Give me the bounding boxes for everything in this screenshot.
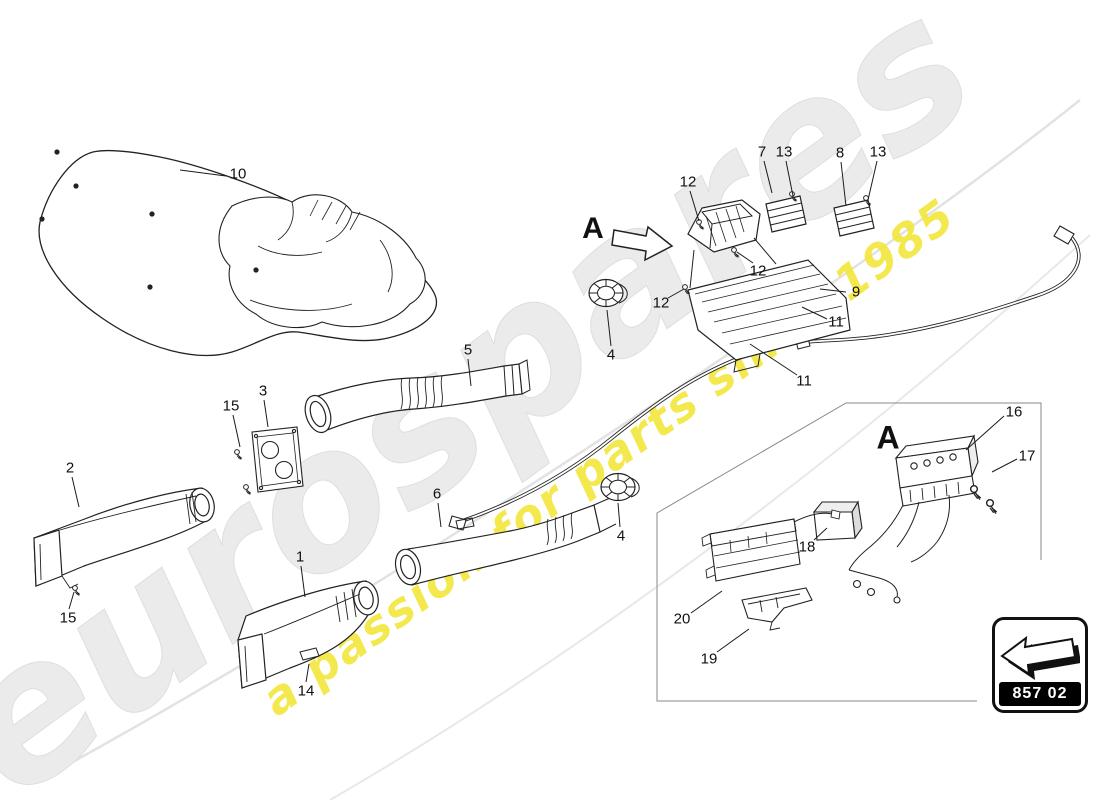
part-2-air-duct-drawing [33,487,215,589]
callout-18: 18 [798,538,816,556]
callout-5: 5 [463,341,473,359]
callout-4-b: 4 [616,527,626,545]
watermark-brand: eurospares [0,0,1013,800]
part-18-relay-drawing [812,500,863,541]
callout-3: 3 [258,382,268,400]
callout-19: 19 [700,650,718,668]
callout-11-b: 11 [796,372,812,390]
background-swoosh [39,99,1091,800]
callout-12-b: 12 [749,262,767,280]
part-group-arrow-icon [1000,635,1080,680]
leader-lines [68,160,1018,683]
section-arrow [611,225,674,262]
part-3-gasket-plate-drawing [251,426,304,493]
part-group-code: 857 02 [999,682,1081,706]
section-marker-a: A [582,212,604,245]
callout-12-c: 12 [652,294,670,312]
part-10-cover-panel-drawing [38,149,438,357]
callout-16: 16 [1005,403,1023,421]
callout-14: 14 [297,682,315,700]
part-6-hose-drawing [394,497,617,586]
callout-12: 12 [679,173,697,191]
part-19-bracket-drawing [741,587,813,631]
callout-13-b: 13 [869,143,887,161]
part-20-module-drawing [701,509,841,582]
callout-11: 11 [828,313,844,331]
part-17-screws-drawing [969,484,998,515]
callout-13: 13 [775,143,793,161]
callout-2: 2 [65,459,75,477]
part-14-clip-drawing [299,647,320,661]
part-code-box[interactable]: 857 02 [992,617,1088,713]
callout-7: 7 [757,143,767,161]
part-1-air-duct-drawing [237,580,379,689]
callout-17: 17 [1018,447,1036,465]
part-5-hose-drawing [304,359,531,434]
part-16-control-unit-drawing [848,434,979,604]
detail-marker-a: A [876,419,900,456]
callout-15: 15 [222,397,240,415]
callout-15-b: 15 [59,609,77,627]
callout-6: 6 [432,485,442,503]
callout-9: 9 [851,283,861,301]
callout-8: 8 [835,144,845,162]
callout-20: 20 [673,610,691,628]
callout-10: 10 [229,165,247,183]
detail-inset-frame [656,402,1042,702]
center-assembly-drawing [687,195,875,373]
callout-4: 4 [606,346,616,364]
callout-1: 1 [295,548,305,566]
